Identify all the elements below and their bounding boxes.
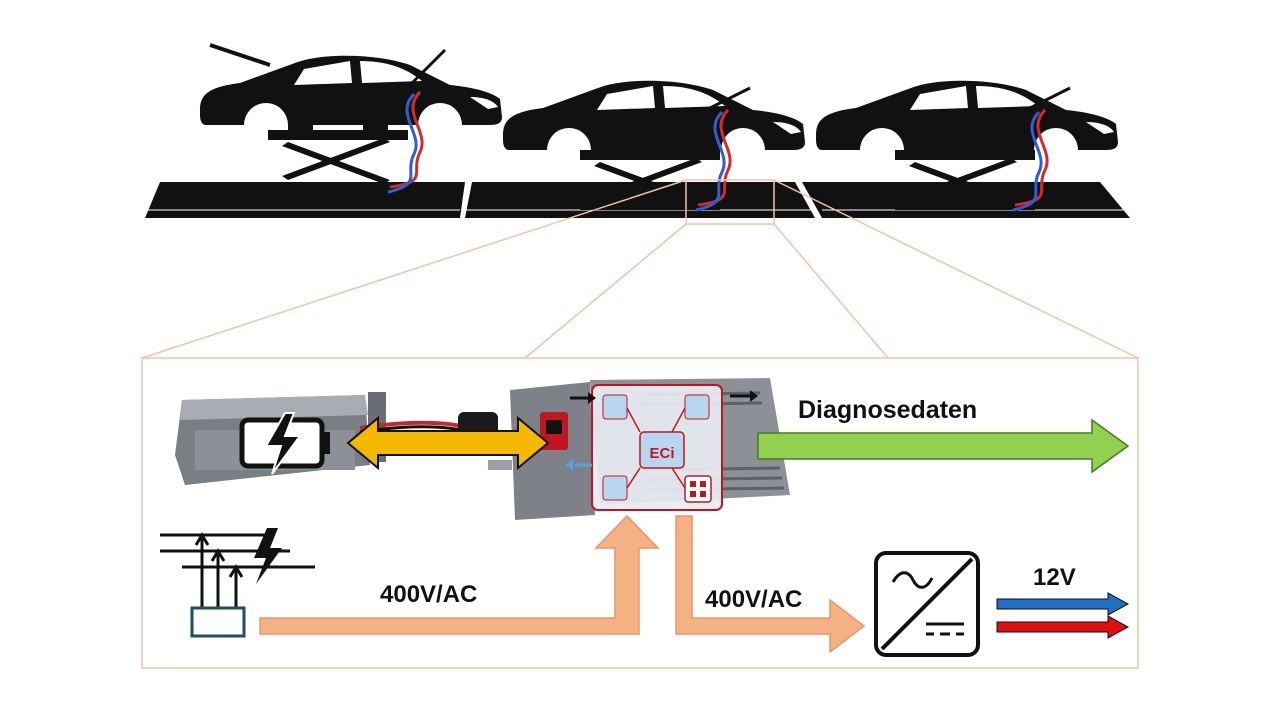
hood-open-left: [209, 43, 271, 67]
charger-device-icon: ECi: [488, 378, 790, 520]
converter-supply-arrow: [675, 515, 866, 654]
hood-open-center: [709, 86, 751, 110]
floor-platform-center: [465, 182, 815, 218]
floor-platform-right: [802, 182, 1130, 218]
hood-open-right: [1029, 86, 1071, 110]
device-logo: ECi: [649, 445, 674, 462]
scissor-lift-icon: [268, 124, 408, 190]
battery-bolt-icon: [239, 412, 330, 475]
dc-output-arrow-red: [996, 615, 1130, 639]
diagnosedaten-label: Diagnosedaten: [798, 396, 977, 424]
trunk-open-left: [408, 48, 447, 87]
car-icon: [816, 80, 1118, 150]
bidirectional-energy-arrow: [346, 415, 550, 471]
grid-voltage-label: 400V/AC: [380, 581, 477, 608]
dc-voltage-label: 12V: [1033, 564, 1076, 591]
lightning-bolt-icon: [254, 528, 282, 584]
output-voltage-label: 400V/AC: [705, 586, 802, 613]
ac-dc-converter-icon: [874, 551, 980, 657]
zoom-frame: [141, 179, 1139, 669]
dc-output-arrow-blue: [996, 592, 1130, 616]
floor-platform-left: [145, 182, 465, 218]
grid-supply-arrow: [259, 514, 660, 635]
diagnostics-arrow: [757, 418, 1130, 474]
car-icon: [200, 55, 502, 125]
car-icon: [503, 80, 805, 150]
